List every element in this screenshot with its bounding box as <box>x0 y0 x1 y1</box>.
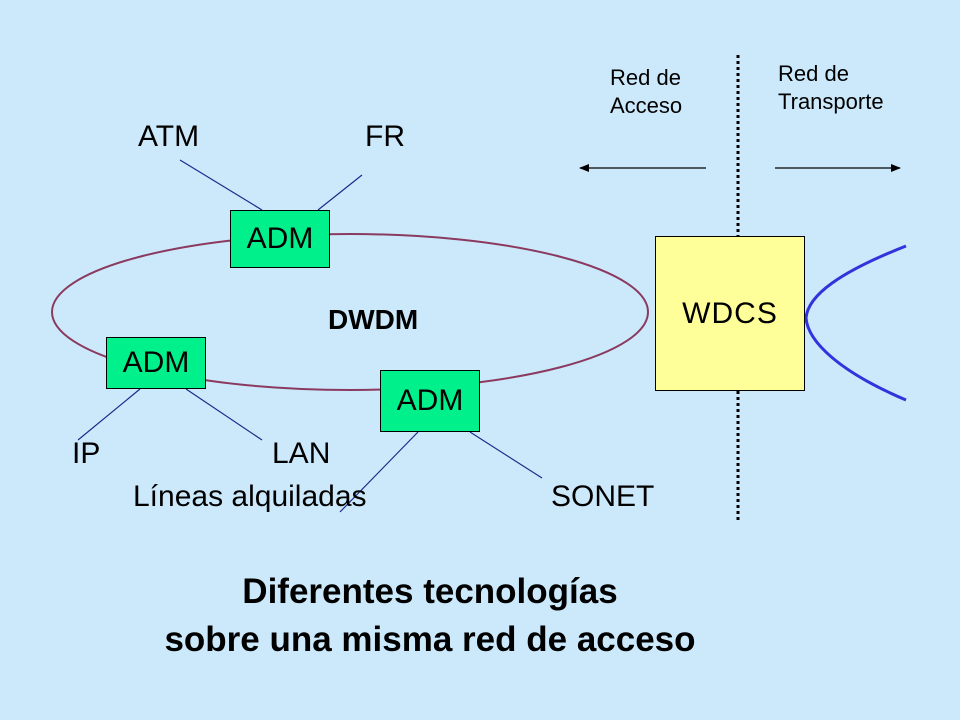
link-leased <box>339 431 419 513</box>
ip-label: IP <box>72 437 101 470</box>
transport-curve <box>804 244 907 402</box>
transport-network-label: Red de Transporte <box>778 61 884 114</box>
adm-node-top: ADM <box>230 210 330 268</box>
link-sonet <box>469 431 543 479</box>
caption-line-2: sobre una misma red de acceso <box>164 620 696 659</box>
link-atm <box>179 159 263 211</box>
dwdm-ring <box>51 233 649 391</box>
link-fr <box>317 174 363 211</box>
sonet-label: SONET <box>551 480 655 513</box>
atm-label: ATM <box>138 120 200 153</box>
link-lan <box>185 388 263 441</box>
access-network-label: Red de Acceso <box>610 65 683 118</box>
adm-node-left: ADM <box>106 337 206 389</box>
wdcs-node: WDCS <box>655 236 805 391</box>
fr-label: FR <box>365 120 405 153</box>
caption-line-1: Diferentes tecnologías <box>242 572 618 611</box>
lan-label: LAN <box>272 437 331 470</box>
adm-node-bottom: ADM <box>380 370 480 432</box>
dwdm-label: DWDM <box>328 304 419 335</box>
leased-lines-label: Líneas alquiladas <box>133 480 367 513</box>
link-ip <box>77 388 141 441</box>
